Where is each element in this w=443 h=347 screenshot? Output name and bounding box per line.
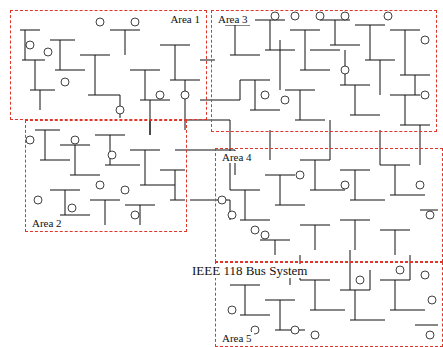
- area-label: Area 1: [168, 13, 202, 25]
- area-region: Area 2: [25, 120, 187, 232]
- area-label: Area 3: [216, 13, 250, 25]
- area-label: Area 4: [220, 151, 254, 163]
- area-region: Area 1: [10, 10, 207, 120]
- transmission-lines: [20, 20, 438, 330]
- area-label: Area 5: [220, 332, 254, 344]
- area-region: Area 3: [211, 10, 437, 132]
- area-label: Area 2: [30, 217, 64, 229]
- figure-caption: IEEE 118 Bus System: [190, 264, 309, 278]
- generator-symbols: [26, 12, 436, 339]
- area-region: Area 4: [215, 148, 443, 262]
